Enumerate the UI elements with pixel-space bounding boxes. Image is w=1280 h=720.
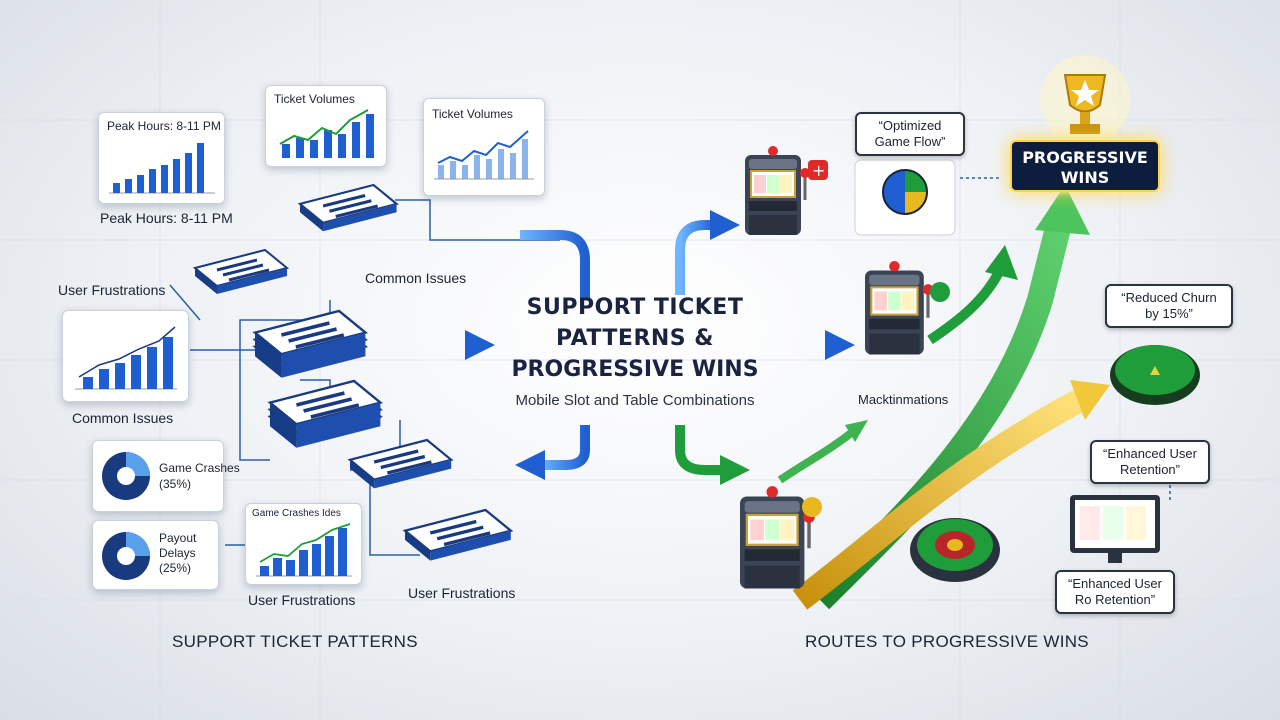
game-crashes-chart-card: Game Crashes Ides [245,503,362,585]
ticket-volumes-chart-card-1: Ticket Volumes [265,85,387,167]
peak-hours-caption: Peak Hours: 8-11 PM [100,210,233,226]
bubble-optimized-game-flow: “Optimized Game Flow” [855,112,965,156]
game-crashes-pie-card: Game Crashes (35%) [92,440,240,512]
slot-monitor [1070,495,1160,563]
game-flow-pie-card [854,159,956,236]
bubble-enhanced-retention: “Enhanced User Retention” [1090,440,1210,484]
bubble-text: by 15%” [1145,306,1193,321]
game-crashes-bars [256,523,352,577]
main-title-line1: SUPPORT TICKET [526,295,744,320]
payout-label-2: Delays [159,546,196,560]
bubble-text: Ro Retention” [1074,592,1156,607]
main-title-line2: PATTERNS & [555,326,714,351]
payout-pct: (25%) [159,561,192,575]
bubble-text: Game Flow” [874,134,946,149]
progressive-line1: PROGRESSIVE [1022,148,1148,167]
chart-title: Game Crashes Ides [252,508,341,519]
roulette-table-top [1110,345,1200,405]
left-section-label: SUPPORT TICKET PATTERNS [172,632,418,651]
user-frustrations-bars [75,326,177,390]
bar [197,143,204,193]
user-frustrations-label: User Frustrations [58,282,166,298]
ticket-volumes-chart-2 [434,130,534,180]
right-section-label: ROUTES TO PROGRESSIVE WINS [805,632,1089,651]
game-crashes-label: Game Crashes [159,461,240,475]
bar [149,169,156,193]
game-crashes-pie [102,452,150,500]
bubble-text: “Reduced Churn [1121,290,1217,305]
user-frustrations-chart-card [62,310,189,402]
bar [161,165,168,193]
bar [125,179,132,193]
bubble-reduced-churn: “Reduced Churn by 15%” [1105,284,1233,328]
bubble-text: “Enhanced User [1068,576,1162,591]
bar [173,159,180,193]
machine-label: Macktinmations [858,392,949,407]
bar [185,153,192,193]
chart-title: Peak Hours: 8-11 PM [107,119,221,133]
progressive-line2: WINS [1060,168,1110,187]
ticket-volumes-chart-1 [279,109,374,158]
main-title-line3: PROGRESSIVE WINS [511,357,759,382]
peak-hours-bars [109,143,215,194]
peak-hours-chart-card: Peak Hours: 8-11 PM [98,112,225,204]
bubble-enhanced-retention-2: “Enhanced User Ro Retention” [1055,570,1175,614]
payout-label-1: Payout [159,531,197,545]
user-frustrations-bottom-label: User Frustrations [248,592,356,608]
common-issues-label-mid: Common Issues [365,270,467,286]
common-issues-label-left: Common Issues [72,410,174,426]
pie-slice [905,170,927,192]
bubble-text: Retention” [1120,462,1180,477]
ticket-volumes-chart-card-2: Ticket Volumes [423,98,545,196]
bar [113,183,120,193]
roulette-wheel [910,518,1000,582]
progressive-wins-box: PROGRESSIVE WINS [1010,140,1160,192]
slot-machine-1: + [743,144,828,237]
chart-title: Ticket Volumes [274,92,355,106]
payout-delays-pie-card: Payout Delays (25%) [92,520,219,590]
slot-machine-2 [863,259,950,357]
bubble-text: “Optimized [878,118,942,133]
svg-text:+: + [812,161,825,180]
payout-delays-pie [102,532,150,580]
main-subtitle: Mobile Slot and Table Combinations [515,392,755,409]
slot-machine-3 [738,484,822,591]
game-crashes-pct: (35%) [159,477,192,491]
user-frustrations-right-label: User Frustrations [408,585,516,601]
pie-slice [905,192,927,214]
chart-title: Ticket Volumes [432,107,513,121]
trophy-icon [1040,55,1130,145]
bar [137,175,144,193]
bubble-text: “Enhanced User [1103,446,1197,461]
